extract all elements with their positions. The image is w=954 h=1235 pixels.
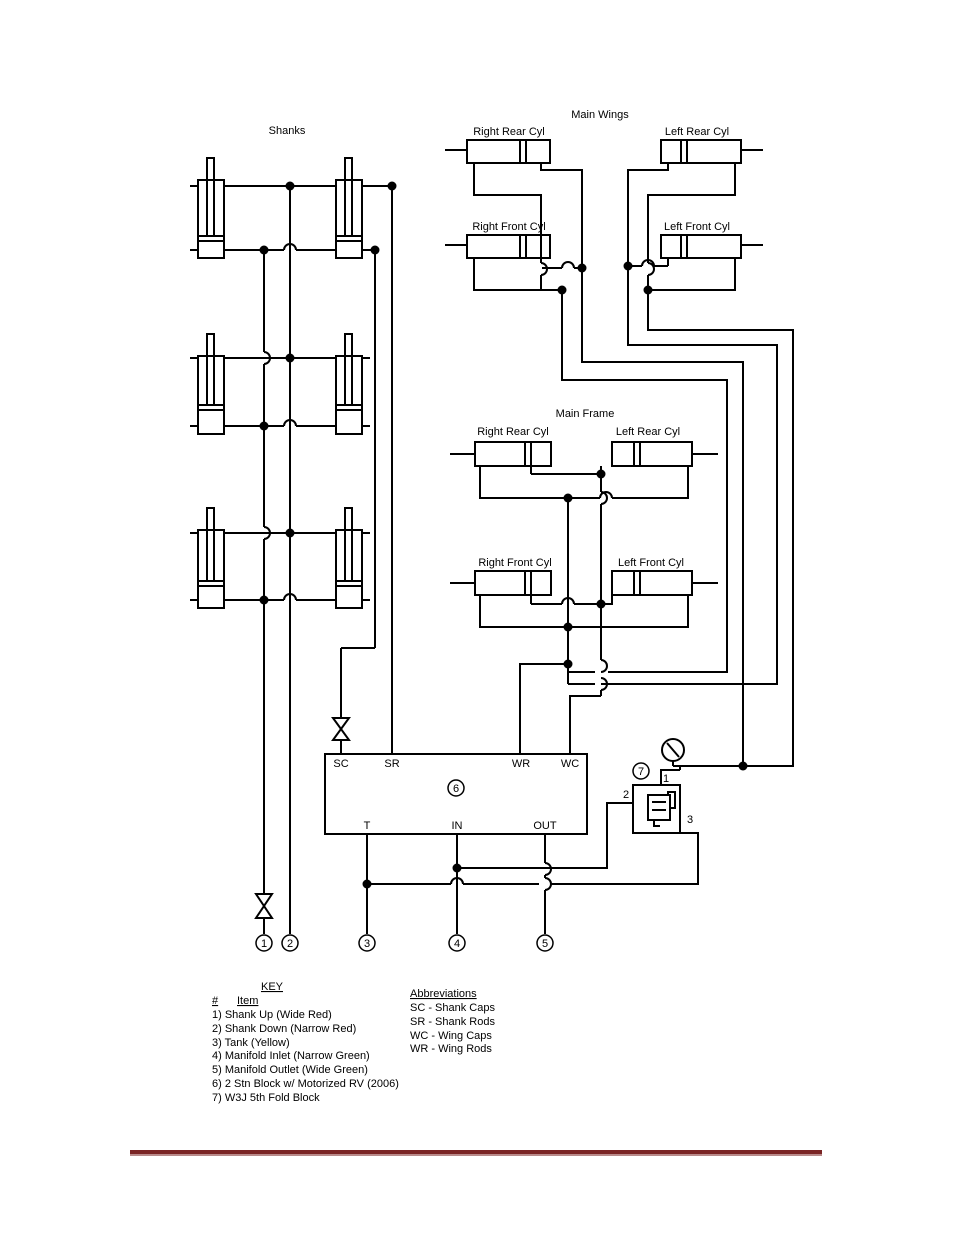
abbreviations-legend: Abbreviations SC - Shank Caps SR - Shank… xyxy=(410,988,495,1055)
footer-rule xyxy=(130,1150,822,1156)
frame-lines xyxy=(479,466,689,754)
key-item: 4) Manifold Inlet (Narrow Green) xyxy=(212,1050,370,1062)
shank-cylinders xyxy=(197,157,363,609)
line-badge-2: 2 xyxy=(281,934,299,952)
main-frame-title: Main Frame xyxy=(556,408,615,420)
shank-cylinder-left-2 xyxy=(197,333,225,435)
port-wc: WC xyxy=(561,758,579,770)
wings-left-front-label: Left Front Cyl xyxy=(664,221,730,233)
frame-left-front-label: Left Front Cyl xyxy=(618,557,684,569)
svg-text:4: 4 xyxy=(454,938,460,950)
port-wr: WR xyxy=(512,758,530,770)
key-item: 6) 2 Stn Block w/ Motorized RV (2006) xyxy=(212,1078,399,1090)
block-7-number-badge: 7 xyxy=(632,762,650,780)
shank-cylinder-right-1 xyxy=(335,157,363,259)
key-item: 7) W3J 5th Fold Block xyxy=(212,1092,320,1104)
frame-right-rear-label: Right Rear Cyl xyxy=(477,426,549,438)
junction-dots xyxy=(259,181,748,889)
line-badge-3: 3 xyxy=(358,934,376,952)
line-1-valve-icon xyxy=(254,893,274,934)
abbreviation-item: SR - Shank Rods xyxy=(410,1016,495,1028)
wings-right-rear-label: Right Rear Cyl xyxy=(473,126,545,138)
fold-block-7 xyxy=(632,769,681,834)
frame-left-rear-label: Left Rear Cyl xyxy=(616,426,680,438)
block-6-number-badge: 6 xyxy=(447,779,465,797)
shank-cylinder-right-2 xyxy=(335,333,363,435)
line-badge-5: 5 xyxy=(536,934,554,952)
shank-cylinder-left-3 xyxy=(197,507,225,609)
port-out: OUT xyxy=(533,820,557,832)
key-col-item: Item xyxy=(237,995,258,1007)
svg-text:5: 5 xyxy=(542,938,548,950)
key-item: 2) Shank Down (Narrow Red) xyxy=(212,1023,356,1035)
block-7-port-3: 3 xyxy=(687,814,693,826)
port-sr: SR xyxy=(384,758,399,770)
svg-text:3: 3 xyxy=(364,938,370,950)
block-7-port-1: 1 xyxy=(663,773,669,785)
key-item: 3) Tank (Yellow) xyxy=(212,1037,290,1049)
abbreviation-item: SC - Shank Caps xyxy=(410,1002,495,1014)
shank-cap-valve-icon xyxy=(331,717,351,741)
main-wings-title: Main Wings xyxy=(571,109,629,121)
line-badge-1: 1 xyxy=(255,934,273,952)
svg-text:6: 6 xyxy=(453,783,459,795)
wings-left-rear-label: Left Rear Cyl xyxy=(665,126,729,138)
key-item: 1) Shank Up (Wide Red) xyxy=(212,1009,332,1021)
port-sc: SC xyxy=(333,758,348,770)
line-number-badges: 1 2 3 4 5 xyxy=(255,934,554,952)
abbreviation-item: WR - Wing Rods xyxy=(410,1043,492,1055)
port-t: T xyxy=(364,820,371,832)
svg-text:1: 1 xyxy=(261,938,267,950)
pressure-gauge-icon xyxy=(661,738,685,770)
shank-cylinder-left-1 xyxy=(197,157,225,259)
frame-cylinders xyxy=(450,441,718,596)
port-in: IN xyxy=(452,820,463,832)
key-title: KEY xyxy=(261,981,284,993)
line-badge-4: 4 xyxy=(448,934,466,952)
svg-text:2: 2 xyxy=(287,938,293,950)
shank-cylinder-right-3 xyxy=(335,507,363,609)
wings-right-front-label: Right Front Cyl xyxy=(472,221,545,233)
key-legend: KEY # Item 1) Shank Up (Wide Red) 2) Sha… xyxy=(212,981,399,1104)
key-col-number: # xyxy=(212,995,219,1007)
shanks-title: Shanks xyxy=(269,125,306,137)
shank-lines xyxy=(190,185,393,934)
svg-text:7: 7 xyxy=(638,766,644,778)
key-item: 5) Manifold Outlet (Wide Green) xyxy=(212,1064,368,1076)
abbreviations-title: Abbreviations xyxy=(410,988,477,1000)
abbreviation-item: WC - Wing Caps xyxy=(410,1030,492,1042)
wing-cylinders xyxy=(445,139,763,259)
frame-right-front-label: Right Front Cyl xyxy=(478,557,551,569)
wing-lines xyxy=(473,163,794,767)
block-7-port-2: 2 xyxy=(623,789,629,801)
